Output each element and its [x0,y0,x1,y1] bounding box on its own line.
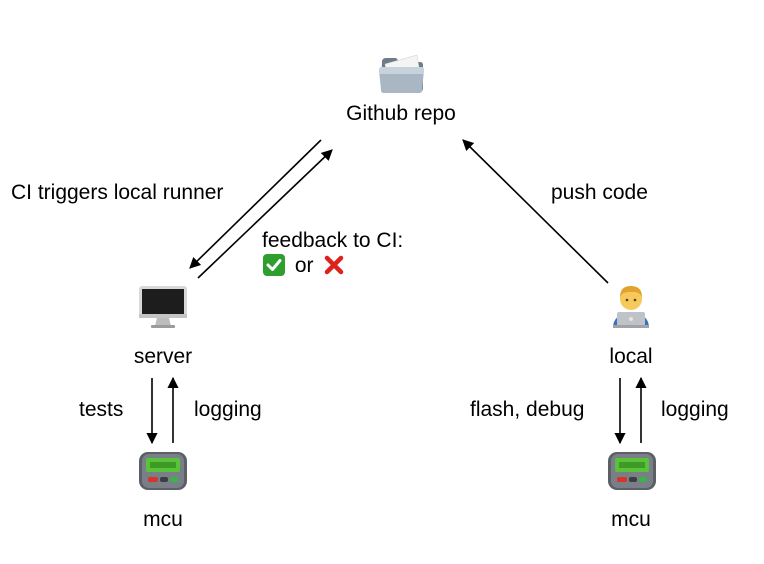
arrow-server-to-repo [197,149,333,279]
feedback-result-row: or [263,254,345,278]
flash-debug-label: flash, debug [470,398,585,421]
tests-label: tests [79,398,124,421]
mcu-left-label: mcu [143,508,183,531]
desktop-computer-icon [137,284,189,330]
arrow-local-to-repo [462,139,609,284]
mcu-right-label: mcu [611,508,651,531]
technologist-laptop-icon [609,282,653,328]
local-logging-label: logging [661,398,729,421]
feedback-label: feedback to CI: [262,229,403,253]
pager-icon [607,450,657,492]
server-logging-label: logging [194,398,262,421]
push-label: push code [551,181,648,204]
local-label: local [609,345,653,368]
feedback-or-text: or [294,254,314,277]
folder-icon [376,50,426,96]
feedback-text: feedback to CI: [262,229,404,252]
ci-trigger-label: CI triggers local runner [11,181,224,204]
server-label: server [133,345,193,368]
check-mark-button-icon [263,254,285,276]
pager-icon [138,450,188,492]
repo-label: Github repo [346,102,456,125]
cross-mark-icon [323,254,345,276]
arrow-repo-to-server [189,139,322,269]
